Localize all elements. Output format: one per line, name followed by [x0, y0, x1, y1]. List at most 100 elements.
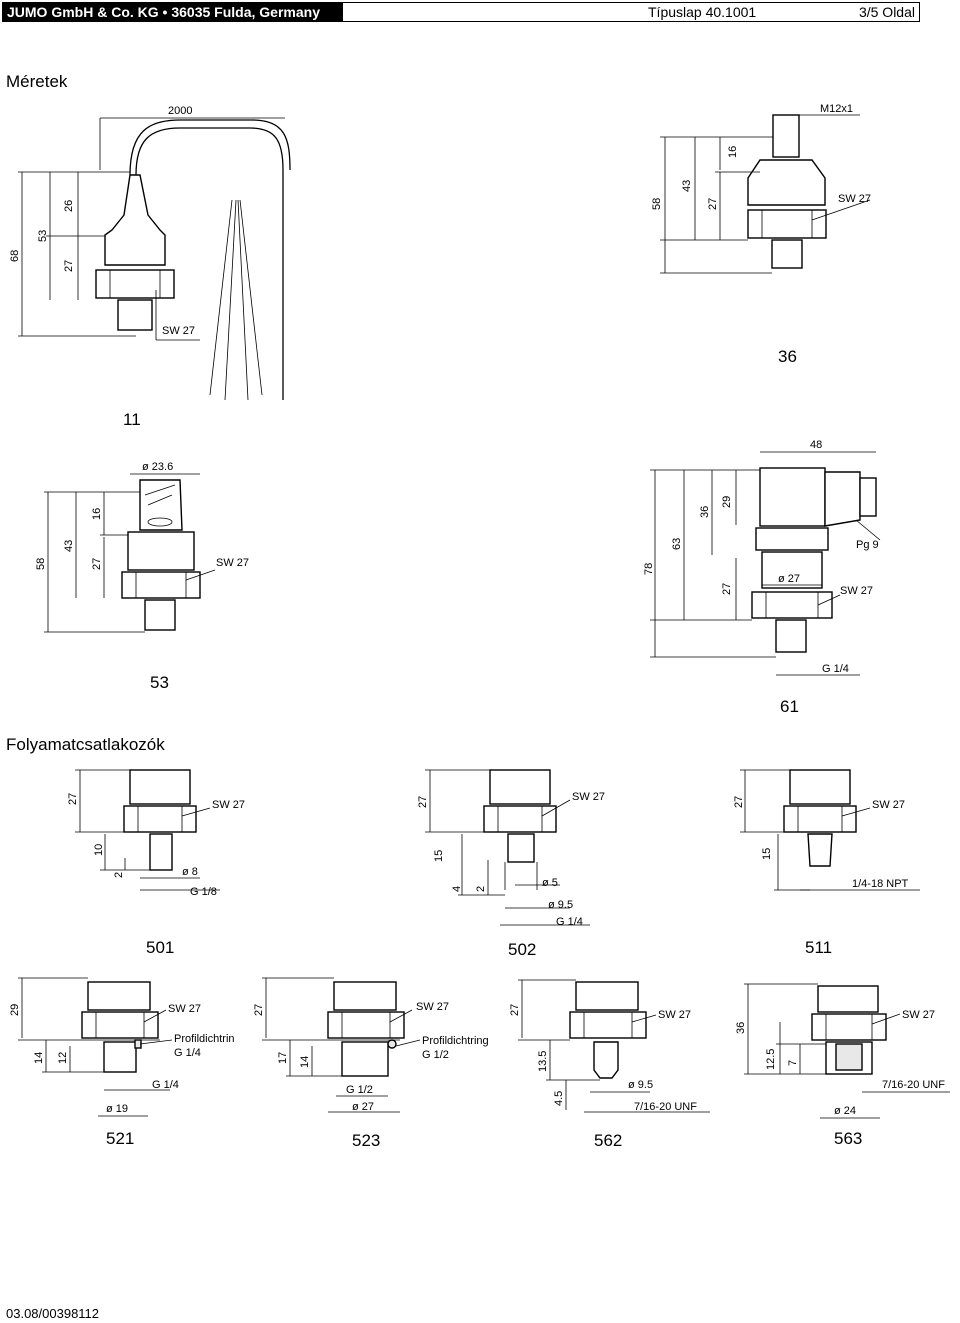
dim-53-height: 43: [63, 540, 75, 552]
dim-61-width: 48: [810, 439, 822, 451]
dim-523-seal-thread: G 1/2: [422, 1049, 449, 1061]
dim-61-diameter: ø 27: [778, 573, 800, 585]
dim-61-wrench: SW 27: [840, 585, 873, 597]
dimensions-section-title: Méretek: [6, 72, 68, 91]
dim-61-top: 29: [721, 496, 733, 508]
drawing-562: 27 SW 27 13.5 4.5 ø 9.5 7/16-20 UNF 562: [509, 979, 710, 1150]
drawing-53-label: 53: [150, 673, 169, 692]
dim-502-thread: G 1/4: [556, 916, 583, 928]
drawing-61-label: 61: [780, 697, 799, 716]
dim-501-thread-length: 10: [93, 844, 105, 856]
dim-61-cable-gland: Pg 9: [856, 539, 879, 551]
dim-523-wrench: SW 27: [416, 1001, 449, 1013]
dim-36-top: 16: [727, 146, 739, 158]
drawing-521-label: 521: [106, 1129, 134, 1148]
drawing-61: 48 78 63 36 29 27 Pg 9 ø 27 SW 27 G 1/4 …: [643, 439, 881, 716]
process-connections-section-title: Folyamatcsatlakozók: [6, 735, 165, 754]
page-number: 3/5 Oldal: [858, 4, 915, 20]
dim-61-total-height: 78: [643, 563, 655, 575]
dim-53-total-height: 58: [35, 558, 47, 570]
drawing-36-label: 36: [778, 347, 797, 366]
dim-11-top: 26: [63, 200, 75, 212]
dim-562-wrench: SW 27: [658, 1009, 691, 1021]
dim-511-thread-length: 15: [761, 848, 773, 860]
dim-501-diameter: ø 8: [182, 866, 198, 878]
dim-523-thread-length: 17: [277, 1052, 289, 1064]
dim-511-height: 27: [733, 796, 745, 808]
dim-563-height: 36: [735, 1022, 747, 1034]
dim-11-height: 53: [37, 230, 49, 242]
drawing-511: 27 SW 27 15 1/4-18 NPT 511: [733, 769, 920, 957]
dim-523-thread: G 1/2: [346, 1084, 373, 1096]
dim-11-bottom: 27: [63, 260, 75, 272]
dim-501-height: 27: [67, 793, 79, 805]
drawing-501: 27 SW 27 10 2 ø 8 G 1/8 501: [67, 769, 245, 957]
dim-502-step-small: 2: [475, 886, 487, 892]
dim-511-wrench: SW 27: [872, 799, 905, 811]
dim-36-total-height: 58: [651, 198, 663, 210]
dim-562-tip: 4.5: [553, 1091, 565, 1106]
dim-36-thread: M12x1: [820, 103, 853, 115]
dim-502-height: 27: [417, 796, 429, 808]
dim-563-thread-depth: 7: [787, 1060, 799, 1066]
dim-502-thread-length: 15: [433, 850, 445, 862]
dim-521-diameter: ø 19: [106, 1103, 128, 1115]
dim-511-thread: 1/4-18 NPT: [852, 878, 909, 890]
dim-563-thread: 7/16-20 UNF: [882, 1079, 945, 1091]
drawing-11-label: 11: [123, 410, 141, 429]
dim-521-height: 29: [9, 1004, 21, 1016]
dim-501-wrench: SW 27: [212, 799, 245, 811]
dim-521-seal-thread: G 1/4: [174, 1047, 201, 1059]
dim-562-diameter: ø 9.5: [628, 1079, 653, 1091]
dim-61-bottom: 27: [721, 583, 733, 595]
page-header: JUMO GmbH & Co. KG • 36035 Fulda, German…: [2, 2, 920, 22]
dim-53-top: 16: [91, 508, 103, 520]
dim-562-thread: 7/16-20 UNF: [634, 1101, 697, 1113]
dim-53-bottom: 27: [91, 558, 103, 570]
dim-523-diameter: ø 27: [352, 1101, 374, 1113]
dim-562-height: 27: [509, 1004, 521, 1016]
dim-11-wrench: SW 27: [162, 325, 195, 337]
dim-502-step: 4: [451, 886, 463, 892]
document-id: 03.08/00398112: [6, 1306, 100, 1321]
drawing-501-label: 501: [146, 938, 174, 957]
dim-523-seal: Profildichtring: [422, 1035, 489, 1047]
dim-11-length: 2000: [168, 105, 192, 117]
dim-563-bore-depth: 12.5: [765, 1049, 777, 1070]
dim-501-step: 2: [113, 872, 125, 878]
dim-502-bore: ø 5: [542, 877, 558, 889]
dim-521-wrench: SW 27: [168, 1003, 201, 1015]
dim-521-thread: G 1/4: [152, 1079, 179, 1091]
datasheet-number: Típuslap 40.1001: [648, 4, 757, 20]
drawing-523: 27 SW 27 Profildichtring G 1/2 17 14 G 1…: [253, 977, 489, 1150]
dim-521-thread-length: 14: [33, 1052, 45, 1064]
dim-36-bottom: 27: [707, 198, 719, 210]
drawing-11: 2000 68 53 26 27 SW 27 11: [9, 105, 291, 429]
dim-501-thread: G 1/8: [190, 886, 217, 898]
drawing-511-label: 511: [805, 938, 832, 957]
drawing-521: 29 SW 27 Profildichtrin G 1/4 14 12 G 1/…: [9, 977, 235, 1148]
dim-11-total-height: 68: [9, 250, 21, 262]
dim-36-wrench: SW 27: [838, 193, 871, 205]
drawing-563-label: 563: [834, 1129, 862, 1148]
drawing-562-label: 562: [594, 1131, 622, 1150]
drawing-53: ø 23.6 58 43 16 27 SW 27 53: [35, 461, 249, 692]
dim-521-seal: Profildichtrin: [174, 1033, 235, 1045]
dim-523-height: 27: [253, 1004, 265, 1016]
dim-502-wrench: SW 27: [572, 791, 605, 803]
drawing-502: 27 SW 27 15 4 2 ø 5 ø 9.5 G 1/4 502: [417, 769, 605, 959]
dim-61-height: 63: [671, 538, 683, 550]
drawing-502-label: 502: [508, 940, 536, 959]
dim-61-upper: 36: [699, 506, 711, 518]
dim-523-inner-length: 14: [299, 1056, 311, 1068]
drawing-563: 36 SW 27 12.5 7 7/16-20 UNF ø 24 563: [735, 983, 950, 1148]
dim-53-diameter: ø 23.6: [142, 461, 173, 473]
dim-521-inner-length: 12: [57, 1052, 69, 1064]
dim-502-diameter: ø 9.5: [548, 899, 573, 911]
dim-53-wrench: SW 27: [216, 557, 249, 569]
dim-36-height: 43: [681, 180, 693, 192]
company-banner: JUMO GmbH & Co. KG • 36035 Fulda, German…: [3, 3, 343, 21]
dim-61-thread: G 1/4: [822, 663, 849, 675]
dim-563-wrench: SW 27: [902, 1009, 935, 1021]
